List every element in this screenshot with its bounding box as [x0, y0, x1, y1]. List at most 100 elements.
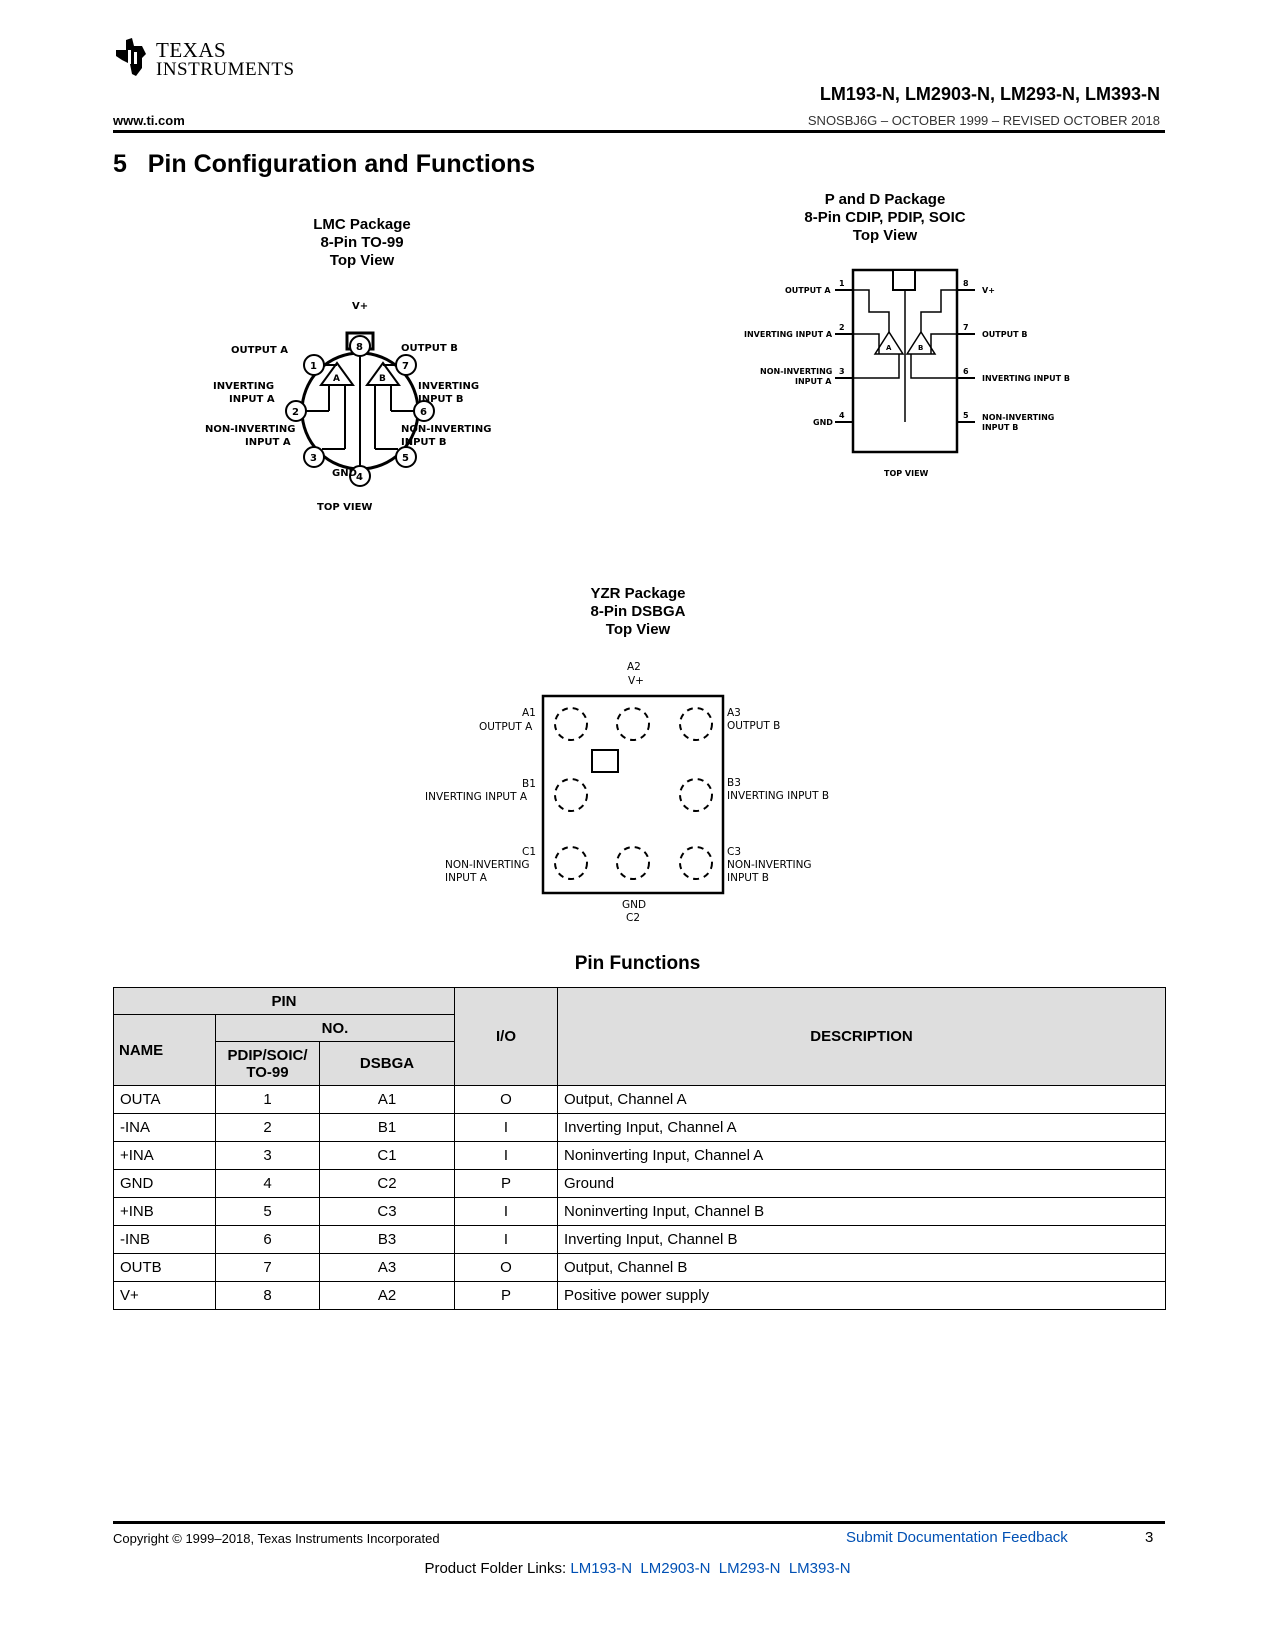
ti-logo-icon: [116, 38, 146, 76]
cell-io: I: [454, 1113, 558, 1142]
pd-package-title: P and D Package 8-Pin CDIP, PDIP, SOIC T…: [765, 191, 1005, 245]
yzr-title-line1: YZR Package: [590, 585, 686, 602]
lmc-package-diagram: 8 1 7 2 6 3 5 4 A B V+ OUTPUT A OUTPUT B…: [205, 285, 515, 545]
header-rule: [113, 130, 1165, 133]
yzr-label-non-inverting-b: NON-INVERTING: [727, 859, 812, 871]
cell-pdip: 3: [215, 1141, 320, 1170]
website-link[interactable]: www.ti.com: [113, 113, 185, 128]
link-lm293-n[interactable]: LM293-N: [718, 1560, 781, 1577]
cell-name: OUTB: [113, 1253, 216, 1282]
cell-pdip: 7: [215, 1253, 320, 1282]
yzr-label-b3: B3: [727, 777, 741, 789]
cell-name: -INB: [113, 1225, 216, 1254]
cell-desc: Inverting Input, Channel A: [557, 1113, 1166, 1142]
table-row: -INB 6 B3 I Inverting Input, Channel B: [113, 1225, 1166, 1254]
pd-top-view: TOP VIEW: [884, 469, 929, 478]
link-lm393-n[interactable]: LM393-N: [788, 1560, 851, 1577]
yzr-label-c2: C2: [626, 912, 640, 924]
lmc-title-line2: 8-Pin TO-99: [320, 234, 404, 251]
cell-name: GND: [113, 1169, 216, 1198]
table-row: -INA 2 B1 I Inverting Input, Channel A: [113, 1113, 1166, 1142]
lmc-amp-a: A: [333, 374, 340, 384]
cell-pdip: 8: [215, 1281, 320, 1310]
cell-desc: Noninverting Input, Channel A: [557, 1141, 1166, 1170]
header-no: NO.: [215, 1014, 455, 1042]
link-lm193-n[interactable]: LM193-N: [570, 1560, 633, 1577]
ti-logo[interactable]: TEXAS INSTRUMENTS: [112, 36, 302, 82]
header-io: I/O: [454, 987, 558, 1086]
footer-copyright: Copyright © 1999–2018, Texas Instruments…: [113, 1531, 440, 1546]
cell-desc: Output, Channel A: [557, 1085, 1166, 1114]
pd-label-inv-input-a: INVERTING INPUT A: [744, 330, 833, 339]
lmc-title-line1: LMC Package: [313, 216, 411, 233]
link-lm2903-n[interactable]: LM2903-N: [640, 1560, 711, 1577]
lmc-label-output-b: OUTPUT B: [401, 343, 458, 354]
yzr-label-vplus: V+: [628, 675, 644, 687]
pd-pin-2: 2: [839, 323, 845, 332]
lmc-pin-4: 4: [356, 472, 363, 483]
yzr-label-inv-input-a: INVERTING INPUT A: [425, 791, 528, 803]
lmc-pin-5: 5: [402, 453, 409, 464]
cell-io: P: [454, 1281, 558, 1310]
pd-label-output-a: OUTPUT A: [785, 286, 831, 295]
pd-pin-7: 7: [963, 323, 969, 332]
page-number: 3: [1145, 1529, 1154, 1546]
section-title: 5 Pin Configuration and Functions: [113, 150, 536, 178]
header-pin: PIN: [113, 987, 455, 1015]
pd-title-line3: Top View: [852, 227, 918, 244]
yzr-label-non-inverting-a: NON-INVERTING: [445, 859, 530, 871]
submit-feedback-link[interactable]: Submit Documentation Feedback: [846, 1529, 1068, 1546]
cell-io: I: [454, 1197, 558, 1226]
cell-desc: Noninverting Input, Channel B: [557, 1197, 1166, 1226]
yzr-label-a3: A3: [727, 707, 741, 719]
cell-desc: Inverting Input, Channel B: [557, 1225, 1166, 1254]
lmc-label-output-a: OUTPUT A: [231, 345, 288, 356]
lmc-pin-1: 1: [310, 361, 317, 372]
lmc-pin-8: 8: [356, 342, 363, 353]
cell-dsbga: A3: [319, 1253, 455, 1282]
cell-pdip: 6: [215, 1225, 320, 1254]
cell-name: -INA: [113, 1113, 216, 1142]
cell-name: V+: [113, 1281, 216, 1310]
table-row: +INA 3 C1 I Noninverting Input, Channel …: [113, 1141, 1166, 1170]
lmc-top-view: TOP VIEW: [317, 502, 372, 513]
product-folder-links: Product Folder Links: LM193-N LM2903-N L…: [0, 1560, 1275, 1577]
lmc-label-gnd: GND: [332, 468, 357, 479]
logo-text-texas: TEXAS: [156, 38, 227, 62]
yzr-label-b1: B1: [522, 778, 536, 790]
cell-dsbga: B1: [319, 1113, 455, 1142]
pd-label-inv-input-b: INVERTING INPUT B: [982, 374, 1070, 383]
pd-pin-5: 5: [963, 411, 969, 420]
header-description: DESCRIPTION: [557, 987, 1166, 1086]
table-row: +INB 5 C3 I Noninverting Input, Channel …: [113, 1197, 1166, 1226]
yzr-label-a1: A1: [522, 707, 536, 719]
pd-pin-6: 6: [963, 367, 969, 376]
lmc-pin-6: 6: [420, 407, 427, 418]
lmc-label-inverting-a: INVERTING: [213, 381, 274, 392]
pd-label-vplus: V+: [982, 286, 995, 295]
yzr-label-a2: A2: [627, 661, 641, 673]
cell-pdip: 4: [215, 1169, 320, 1198]
yzr-label-gnd: GND: [622, 899, 646, 911]
cell-io: P: [454, 1169, 558, 1198]
cell-desc: Positive power supply: [557, 1281, 1166, 1310]
pd-label-output-b: OUTPUT B: [982, 330, 1027, 339]
cell-pdip: 1: [215, 1085, 320, 1114]
pd-amp-a: A: [886, 344, 892, 352]
lmc-label-non-inverting-b: NON-INVERTING: [401, 424, 491, 435]
cell-io: I: [454, 1141, 558, 1170]
header-pdip: PDIP/SOIC/ TO-99: [215, 1041, 320, 1086]
yzr-label-c3: C3: [727, 846, 741, 858]
pd-package-diagram: 1 2 3 4 8 7 6 5 A B OUTPUT A INVERTING I…: [735, 262, 1095, 490]
table-row: V+ 8 A2 P Positive power supply: [113, 1281, 1166, 1310]
lmc-pin-7: 7: [402, 361, 409, 372]
pd-pin-3: 3: [839, 367, 845, 376]
pd-pin-1: 1: [839, 279, 845, 288]
yzr-package-diagram: A2 V+ A1 OUTPUT A A3 OUTPUT B B1 INVERTI…: [420, 654, 860, 934]
pd-title-line1: P and D Package: [824, 191, 946, 208]
cell-dsbga: A2: [319, 1281, 455, 1310]
lmc-label-input-b: INPUT B: [418, 394, 463, 405]
part-numbers-title: LM193-N, LM2903-N, LM293-N, LM393-N: [819, 84, 1160, 104]
pd-title-line2: 8-Pin CDIP, PDIP, SOIC: [804, 209, 966, 226]
pin-functions-table: PIN I/O DESCRIPTION NAME NO. PDIP/SOIC/ …: [113, 987, 1166, 1310]
